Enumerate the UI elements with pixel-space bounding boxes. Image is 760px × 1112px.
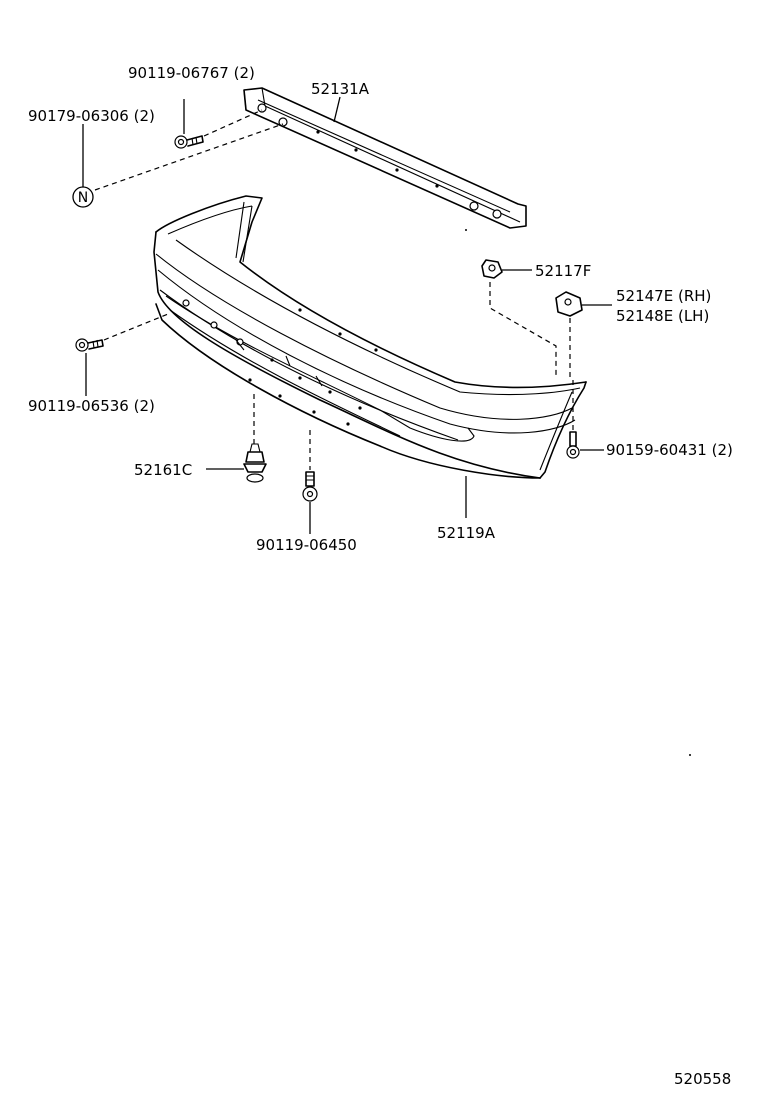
label-52161c: 52161C	[134, 461, 192, 479]
label-52148e: 52148E (LH)	[616, 307, 709, 325]
clip-52161c	[206, 394, 267, 483]
label-90119-06536: 90119-06536 (2)	[28, 397, 155, 415]
bumper-reinforcement	[243, 87, 527, 229]
label-52117f: 52117F	[535, 262, 591, 280]
label-90119-06450: 90119-06450	[256, 536, 357, 554]
bolt-90119-06536	[75, 313, 169, 396]
side-bracket	[555, 291, 612, 378]
retainer-52117f	[481, 259, 557, 378]
figure-number: 520558	[674, 1070, 731, 1088]
label-90159-60431: 90159-60431 (2)	[606, 441, 733, 459]
screw-90159-60431	[566, 380, 604, 459]
bolt-90119-06450	[302, 430, 318, 534]
label-90119-06767: 90119-06767 (2)	[128, 64, 255, 82]
label-52131a: 52131A	[311, 80, 370, 98]
bolt-90119-06767	[174, 99, 263, 149]
bumper-cover	[153, 195, 587, 518]
label-90179-06306: 90179-06306 (2)	[28, 107, 155, 125]
label-52147e: 52147E (RH)	[616, 287, 711, 305]
nut-n: N	[72, 123, 284, 208]
label-52119a: 52119A	[437, 524, 496, 542]
nut-n-symbol: N	[78, 190, 88, 206]
leader-reinforcement	[333, 96, 341, 123]
